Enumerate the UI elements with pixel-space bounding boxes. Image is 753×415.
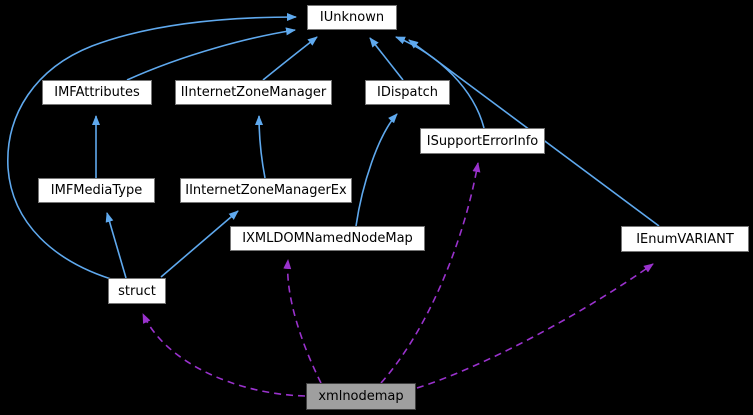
edge-struct-to-iinternetzonemanagerex: [160, 210, 239, 278]
node-iinternetzonemanager[interactable]: IInternetZoneManager: [175, 80, 332, 105]
edge-ixmldomnamednodemap-to-idispatch: [355, 113, 398, 227]
edge-iinternetzonemanagerex-to-iinternetzonemanager: [255, 115, 266, 179]
edge-xmlnodemap-to-struct: [142, 313, 306, 397]
node-ienumvariant[interactable]: IEnumVARIANT: [621, 226, 749, 252]
node-imfattributes[interactable]: IMFAttributes: [42, 80, 152, 105]
edge-xmlnodemap-to-ienumvariant: [416, 263, 654, 389]
node-struct[interactable]: struct: [108, 278, 166, 304]
edge-xmlnodemap-to-isupporterrorinfo: [380, 162, 481, 384]
node-imfmediatype[interactable]: IMFMediaType: [38, 178, 155, 203]
node-idispatch[interactable]: IDispatch: [365, 80, 450, 105]
node-isupporterrorinfo[interactable]: ISupportErrorInfo: [420, 128, 545, 154]
edge-iinternetzonemanager-to-iunknown: [262, 36, 318, 81]
edge-struct-to-imfmediatype: [105, 212, 127, 279]
edge-struct-to-iunknown: [7, 13, 297, 280]
edge-idispatch-to-iunknown: [369, 37, 404, 81]
node-ixmldomnamednodemap[interactable]: IXMLDOMNamedNodeMap: [230, 226, 425, 251]
node-iinternetzonemanagerex[interactable]: IInternetZoneManagerEx: [180, 178, 352, 203]
node-xmlnodemap-current: xmlnodemap: [306, 383, 416, 410]
edge-xmlnodemap-to-ixmldomnamednodemap: [283, 259, 322, 384]
edge-imfattributes-to-iunknown: [126, 27, 296, 81]
node-iunknown[interactable]: IUnknown: [307, 5, 397, 30]
